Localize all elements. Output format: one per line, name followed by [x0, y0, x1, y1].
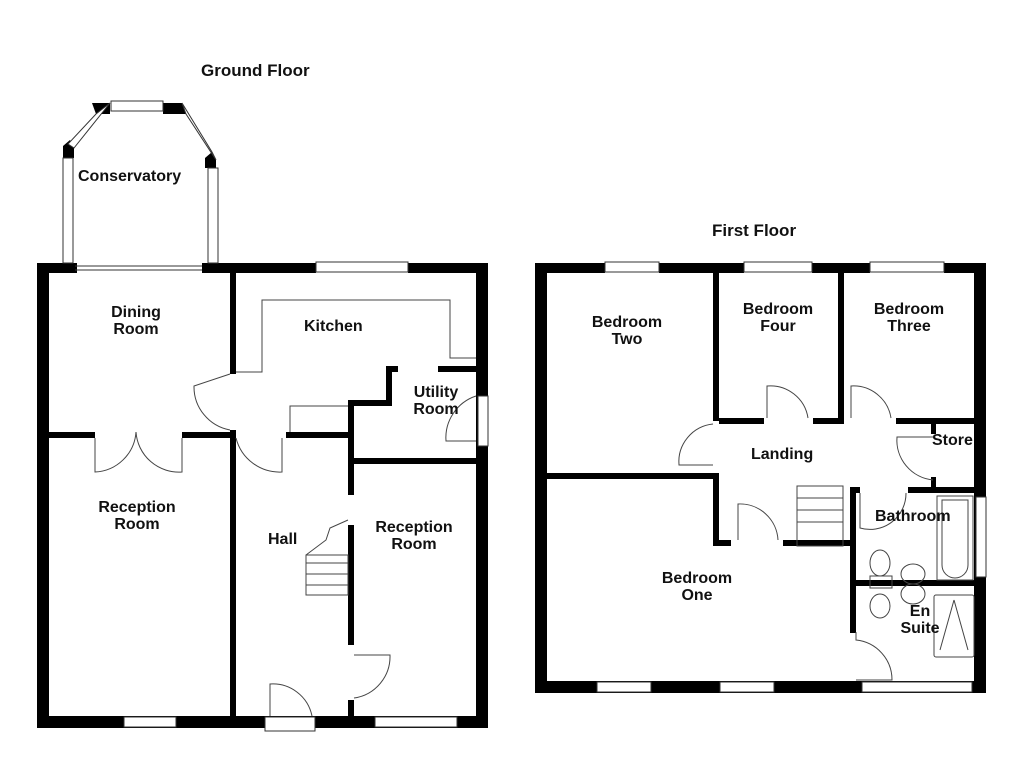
room-label-bathroom: Bathroom [875, 508, 951, 525]
room-label-hall: Hall [268, 531, 298, 548]
gf-wall-east [476, 263, 488, 728]
room-label-store: Store [932, 432, 973, 449]
room-label-conservatory: Conservatory [78, 168, 182, 185]
gf-wall-west [37, 263, 49, 727]
room-label-kitchen: Kitchen [304, 318, 363, 335]
first-floor-title: First Floor [712, 221, 797, 240]
room-label-landing: Landing [751, 446, 814, 463]
ground-floor-title: Ground Floor [201, 61, 310, 80]
